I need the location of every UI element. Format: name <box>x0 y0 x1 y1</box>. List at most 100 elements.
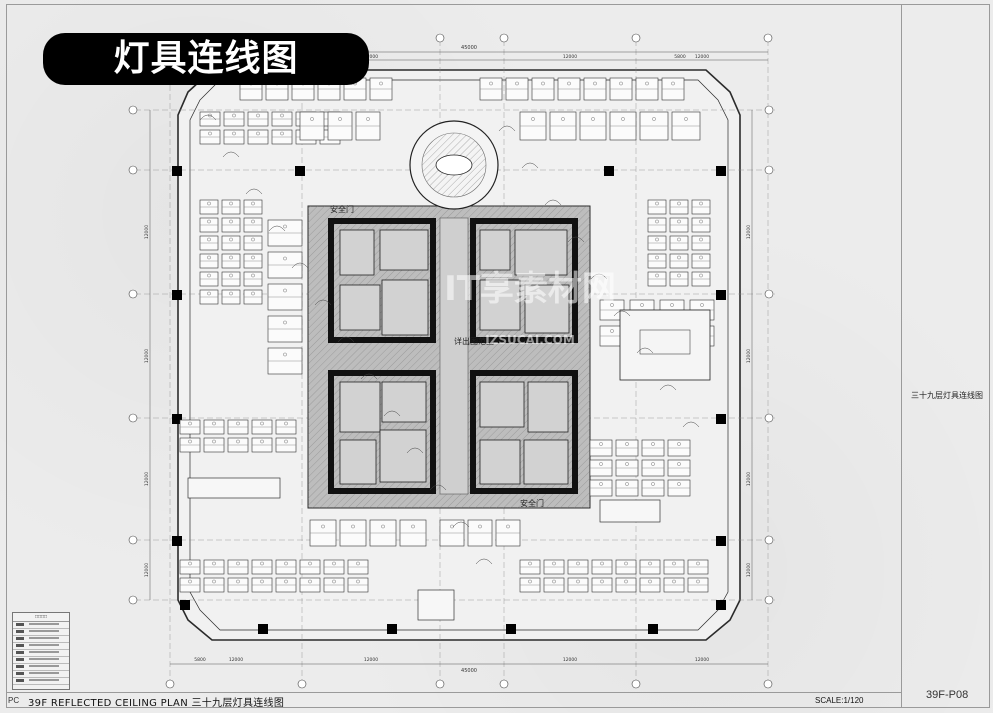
chair-icon <box>699 219 703 224</box>
wiring-arc <box>544 199 562 206</box>
grid-bubble <box>165 679 175 689</box>
core-wall <box>430 218 436 343</box>
dim-top-segment: 12000 <box>563 54 577 60</box>
grid-bubble <box>631 33 641 43</box>
chair-icon <box>251 237 255 242</box>
chair-icon <box>283 320 287 325</box>
chair-icon <box>251 219 255 224</box>
structural-column <box>506 624 516 634</box>
chair-icon <box>332 561 336 566</box>
structural-column <box>387 624 397 634</box>
chair-icon <box>260 421 264 426</box>
chair-icon <box>411 524 415 529</box>
wiring-arc <box>452 521 470 528</box>
chair-icon <box>677 462 681 466</box>
core-wall <box>470 218 476 343</box>
chair-icon <box>561 117 565 121</box>
core-corridor <box>439 217 469 495</box>
chair-icon <box>625 462 629 466</box>
chair-icon <box>229 291 233 296</box>
dim-top-segment: 12000 <box>695 54 709 60</box>
dim-bottom-edge: 5800 <box>194 657 206 663</box>
wiring-arc <box>636 347 654 354</box>
wiring-arc <box>199 114 217 121</box>
wiring-arc <box>337 336 355 343</box>
grid-bubble <box>763 33 773 43</box>
core-wall <box>328 488 436 494</box>
chair-icon <box>208 131 212 136</box>
wiring-arc <box>613 310 631 317</box>
title-block-column <box>902 4 990 708</box>
reception-desk <box>435 154 473 176</box>
chair-icon <box>576 579 580 584</box>
chair-icon <box>670 303 674 307</box>
chair-icon <box>677 237 681 242</box>
chair-icon <box>212 421 216 426</box>
wiring-arc <box>659 384 677 391</box>
chair-icon <box>207 273 211 278</box>
core-room <box>527 381 569 433</box>
chair-icon <box>212 579 216 584</box>
chair-icon <box>699 255 703 260</box>
chair-icon <box>599 442 603 446</box>
chair-icon <box>308 561 312 566</box>
grid-bubble <box>297 679 307 689</box>
chair-icon <box>188 439 192 444</box>
chair-icon <box>207 219 211 224</box>
wiring-arc <box>222 151 240 158</box>
grid-bubble <box>128 165 138 175</box>
chair-icon <box>229 255 233 260</box>
chair-icon <box>280 113 284 118</box>
chair-icon <box>591 117 595 121</box>
legend-row <box>13 678 69 685</box>
core-room <box>381 381 427 423</box>
core-room <box>524 284 570 334</box>
wiring-arc <box>406 447 424 454</box>
chair-icon <box>506 524 510 529</box>
legend-row <box>13 629 69 636</box>
chair-icon <box>541 81 545 86</box>
chair-icon <box>655 219 659 224</box>
chair-icon <box>671 81 675 86</box>
dim-bottom-total: 45000 <box>461 668 477 674</box>
chair-icon <box>515 81 519 86</box>
grid-bubble <box>764 165 774 175</box>
chair-icon <box>672 579 676 584</box>
grid-bubble <box>764 535 774 545</box>
wiring-arc <box>567 236 585 243</box>
wiring-arc <box>383 410 401 417</box>
dim-right-segment: 12000 <box>746 225 752 239</box>
core-room <box>381 279 429 336</box>
chair-icon <box>260 439 264 444</box>
core-wall <box>470 370 578 376</box>
chair-icon <box>655 273 659 278</box>
structural-column <box>295 166 305 176</box>
chair-icon <box>284 439 288 444</box>
chair-icon <box>593 81 597 86</box>
core-room <box>479 279 521 331</box>
structural-column <box>716 166 726 176</box>
core-room <box>379 429 427 483</box>
chair-icon <box>567 81 571 86</box>
chair-icon <box>283 288 287 293</box>
wiring-arc <box>360 373 378 380</box>
chair-icon <box>552 561 556 566</box>
core-label: 详出图范围 <box>454 336 494 346</box>
structural-column <box>716 414 726 424</box>
chair-icon <box>236 561 240 566</box>
core-wall <box>328 337 436 343</box>
core-wall <box>470 337 578 343</box>
dim-top-edge: 5800 <box>674 54 686 60</box>
chair-icon <box>236 439 240 444</box>
structural-column <box>172 166 182 176</box>
chair-icon <box>677 273 681 278</box>
chair-icon <box>283 256 287 261</box>
chair-icon <box>677 255 681 260</box>
wiring-arc <box>245 188 263 195</box>
chair-icon <box>699 273 703 278</box>
core-room <box>523 439 569 485</box>
core-wall <box>328 370 436 376</box>
conference-table <box>187 477 281 499</box>
chair-icon <box>677 482 681 486</box>
core-room <box>339 381 381 433</box>
